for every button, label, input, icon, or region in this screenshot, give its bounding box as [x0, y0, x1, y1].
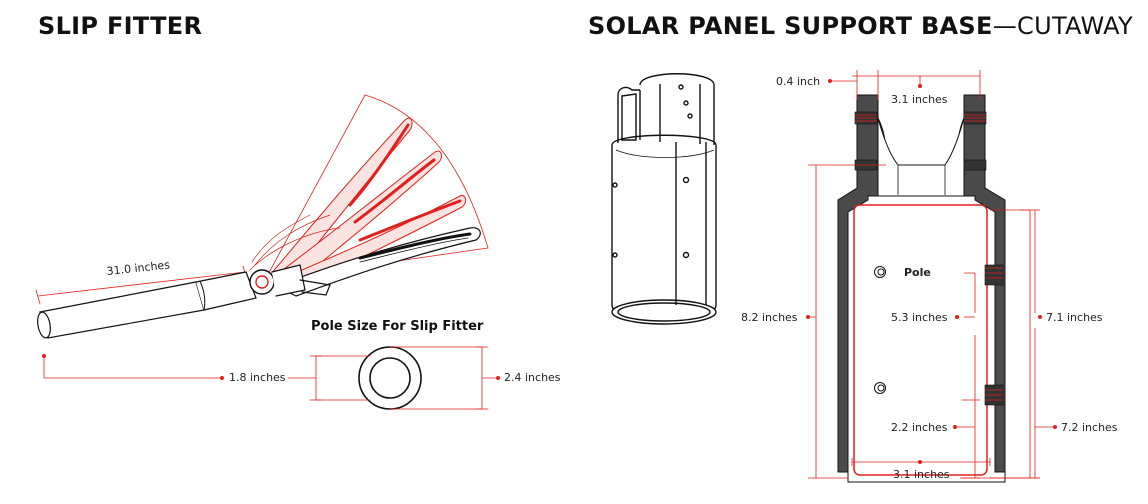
lower-offset-label: 2.2 inches: [891, 421, 948, 434]
bottom-width-label: 3.1 inches: [893, 468, 950, 481]
pole-size-title: Pole Size For Slip Fitter: [311, 319, 484, 334]
dimension-dots: [806, 79, 1057, 464]
support-base-title-main: SOLAR PANEL SUPPORT BASE: [588, 12, 993, 40]
right-height-upper-label: 7.1 inches: [1046, 311, 1103, 324]
top-width-label: 3.1 inches: [891, 93, 948, 106]
slip-fitter-drawing: [35, 94, 500, 410]
support-base-3d-view: [611, 73, 717, 325]
pole-label: Pole: [904, 266, 931, 279]
support-base-cutaway: [837, 94, 1006, 483]
support-base-title: SOLAR PANEL SUPPORT BASE—CUTAWAY: [588, 12, 1133, 40]
total-height-label: 8.2 inches: [741, 311, 798, 324]
slip-fitter-title: SLIP FITTER: [38, 12, 203, 40]
wall-thickness-label: 0.4 inch: [776, 75, 821, 88]
inner-diameter-label: 1.8 inches: [229, 371, 286, 384]
right-height-lower-label: 7.2 inches: [1061, 421, 1118, 434]
support-base-title-suffix: —CUTAWAY: [992, 12, 1133, 40]
cutaway-dimension-lines: [808, 70, 1055, 479]
insert-depth-label: 5.3 inches: [891, 311, 948, 324]
outer-diameter-label: 2.4 inches: [504, 371, 561, 384]
